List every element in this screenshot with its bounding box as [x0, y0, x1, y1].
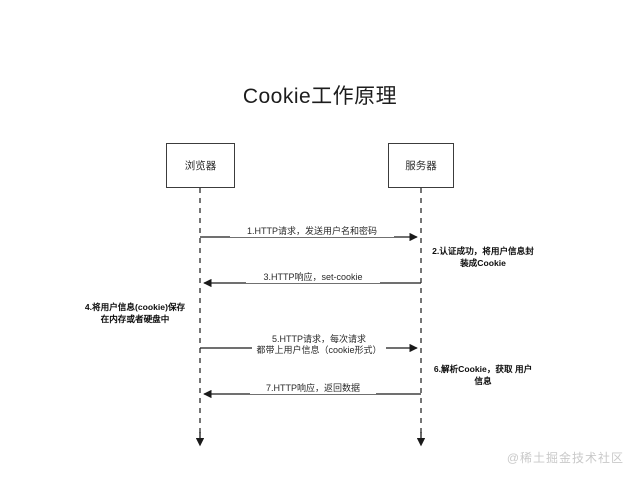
- note-6: 6.解析Cookie，获取 用户 信息: [424, 364, 542, 387]
- actor-label-server: 服务器: [405, 160, 437, 172]
- note-4: 4.将用户信息(cookie)保存 在内存或者硬盘中: [74, 302, 196, 325]
- message-label-3: 3.HTTP响应，set-cookie: [246, 272, 380, 283]
- note-4-line1: 4.将用户信息(cookie)保存: [84, 302, 186, 312]
- message-label-5-line1: 5.HTTP请求，每次请求: [271, 334, 366, 344]
- note-2: 2.认证成功，将用户信息封 装成Cookie: [424, 246, 542, 269]
- actor-label-browser: 浏览器: [184, 160, 217, 172]
- message-label-7: 7.HTTP响应，返回数据: [250, 383, 376, 394]
- actor-box-browser[interactable]: 浏览器: [166, 143, 235, 188]
- message-label-1: 1.HTTP请求，发送用户名和密码: [230, 226, 394, 237]
- note-2-line1: 2.认证成功，将用户信息封: [432, 246, 534, 256]
- message-label-5-line2: 都带上用户信息（cookie形式）: [256, 345, 382, 355]
- page-title: Cookie工作原理: [242, 85, 398, 108]
- note-6-line1: 6.解析Cookie，获取 用户: [433, 364, 533, 374]
- watermark: @稀土掘金技术社区: [506, 451, 624, 465]
- note-4-line2: 在内存或者硬盘中: [100, 313, 170, 324]
- message-label-5: 5.HTTP请求，每次请求 都带上用户信息（cookie形式）: [252, 334, 386, 356]
- note-2-line2: 装成Cookie: [460, 257, 506, 268]
- actor-box-server[interactable]: 服务器: [388, 143, 454, 188]
- note-6-line2: 信息: [474, 375, 492, 386]
